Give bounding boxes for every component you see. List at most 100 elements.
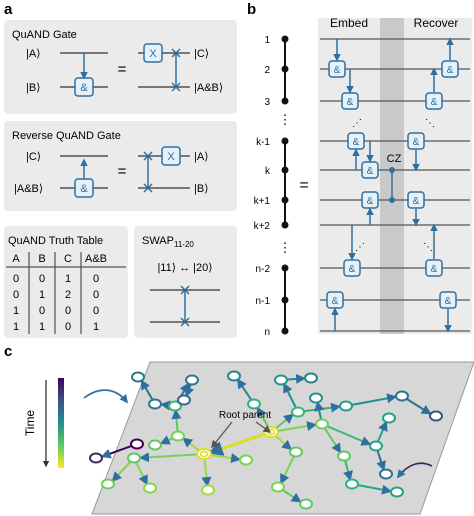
recover-label: Recover xyxy=(414,16,459,30)
qubit-node xyxy=(281,221,289,229)
panel-a-label: a xyxy=(4,1,13,18)
truth-table-title: QuAND Truth Table xyxy=(8,235,103,247)
cz-label: CZ xyxy=(387,153,402,165)
reverse-title: Reverse QuAND Gate xyxy=(12,130,121,142)
and-gate-symbol: & xyxy=(413,137,420,148)
truth-table-cell: 0 xyxy=(93,289,99,301)
truth-table-header: A&B xyxy=(85,253,107,265)
qubit-node xyxy=(281,166,289,174)
cz-dot xyxy=(389,197,395,203)
and-gate-symbol: & xyxy=(431,97,438,108)
network-node xyxy=(89,452,103,464)
network-node xyxy=(289,446,303,458)
quand-output-c: |C⟩ xyxy=(194,48,209,60)
circuit-dots: ⋰ xyxy=(355,242,365,253)
truth-table-cell: 0 xyxy=(39,273,45,285)
swap-x-icon xyxy=(171,82,181,92)
quand-input-b: |B⟩ xyxy=(26,82,41,94)
quand-equals: = xyxy=(118,61,127,78)
truth-table-cell: 1 xyxy=(39,321,45,333)
qubit-label: 2 xyxy=(264,65,270,76)
quand-title: QuAND Gate xyxy=(12,29,77,41)
and-gate-symbol: & xyxy=(332,296,339,307)
network-node xyxy=(395,390,409,402)
swap-panel-bg xyxy=(134,226,237,338)
and-gate xyxy=(407,191,425,209)
and-gate xyxy=(361,191,379,209)
incoming-arrow xyxy=(83,389,129,404)
network-node xyxy=(337,450,351,462)
network-node xyxy=(339,400,353,412)
x-gate-symbol: X xyxy=(149,48,157,60)
network-node xyxy=(171,430,185,442)
and-gate-symbol: & xyxy=(80,183,88,195)
root-pointer-arrow xyxy=(255,421,272,433)
network-node xyxy=(299,498,313,510)
truth-table-cell: 1 xyxy=(39,289,45,301)
qubit-label: n xyxy=(264,327,270,338)
x-gate xyxy=(143,43,163,63)
root-node xyxy=(196,448,212,460)
reverse-output-b: |B⟩ xyxy=(194,183,209,195)
and-gate xyxy=(361,161,379,179)
truth-table-cell: 0 xyxy=(93,273,99,285)
swap-x-icon xyxy=(143,183,153,193)
circuit-dots: ⋱ xyxy=(423,242,433,253)
truth-table-cell: 0 xyxy=(39,305,45,317)
qubit-label: k+2 xyxy=(254,221,271,232)
network-node xyxy=(345,478,359,490)
qubit-label: k+1 xyxy=(254,196,271,207)
network-edge xyxy=(321,423,372,446)
network-node xyxy=(177,394,191,406)
network-edge xyxy=(138,452,205,463)
and-gate-symbol: & xyxy=(413,196,420,207)
network-node xyxy=(239,454,253,466)
truth-table-cell: 0 xyxy=(13,273,19,285)
network-node xyxy=(143,482,157,494)
swap-title: SWAP11-20 xyxy=(142,235,194,249)
x-gate xyxy=(161,146,181,166)
and-gate-symbol: & xyxy=(447,65,454,76)
incoming-arrow xyxy=(396,462,433,479)
quand-output-ab: |A&B⟩ xyxy=(194,82,223,94)
network-node xyxy=(382,412,396,424)
circuit: Embed Recover &&&&&&&&&&&&& ⋰ ⋱ ⋰ ⋱ CZ xyxy=(318,16,472,334)
and-gate-symbol: & xyxy=(334,65,341,76)
and-gate xyxy=(347,132,365,150)
quand-gate-panel: QuAND Gate |A⟩ |B⟩ & = X |C⟩ |A&B⟩ xyxy=(4,20,237,114)
and-gate-symbol: & xyxy=(431,264,438,275)
truth-table-cell: 1 xyxy=(93,321,99,333)
network-node xyxy=(291,406,305,418)
qubit-label: k-1 xyxy=(256,137,270,148)
swap-relation: |11⟩ ↔ |20⟩ xyxy=(157,262,212,274)
and-gate xyxy=(441,60,459,78)
and-gate xyxy=(341,92,359,110)
and-gate-symbol: & xyxy=(353,137,360,148)
circuit-dots: ⋰ xyxy=(352,118,362,129)
root-pointer-arrow xyxy=(211,421,233,449)
qubit-node xyxy=(281,264,289,272)
network-edge xyxy=(345,393,398,407)
swap-x-icon xyxy=(171,48,181,58)
cz-dot xyxy=(389,167,395,173)
time-colorbar: Time xyxy=(23,378,64,468)
and-gate xyxy=(343,259,361,277)
circuit-dots: ⋱ xyxy=(425,118,435,129)
reverse-input-ab: |A&B⟩ xyxy=(14,183,43,195)
and-gate-symbol: & xyxy=(367,166,374,177)
swap-x-icon xyxy=(180,285,190,295)
and-gate-symbol: & xyxy=(347,97,354,108)
network-node xyxy=(247,398,261,410)
network-node xyxy=(148,439,162,451)
panel-c-label: c xyxy=(4,343,12,360)
circuit-gates: &&&&&&&&&&&&& xyxy=(326,37,459,333)
and-gate-symbol: & xyxy=(367,196,374,207)
network-node xyxy=(379,468,393,480)
reverse-quand-panel: Reverse QuAND Gate |C⟩ |A&B⟩ & = X |A⟩ |… xyxy=(4,121,237,211)
network-node xyxy=(271,481,285,493)
qubit-node xyxy=(281,196,289,204)
chain-ellipsis: ⋮ xyxy=(279,240,292,255)
network-node xyxy=(168,400,182,412)
